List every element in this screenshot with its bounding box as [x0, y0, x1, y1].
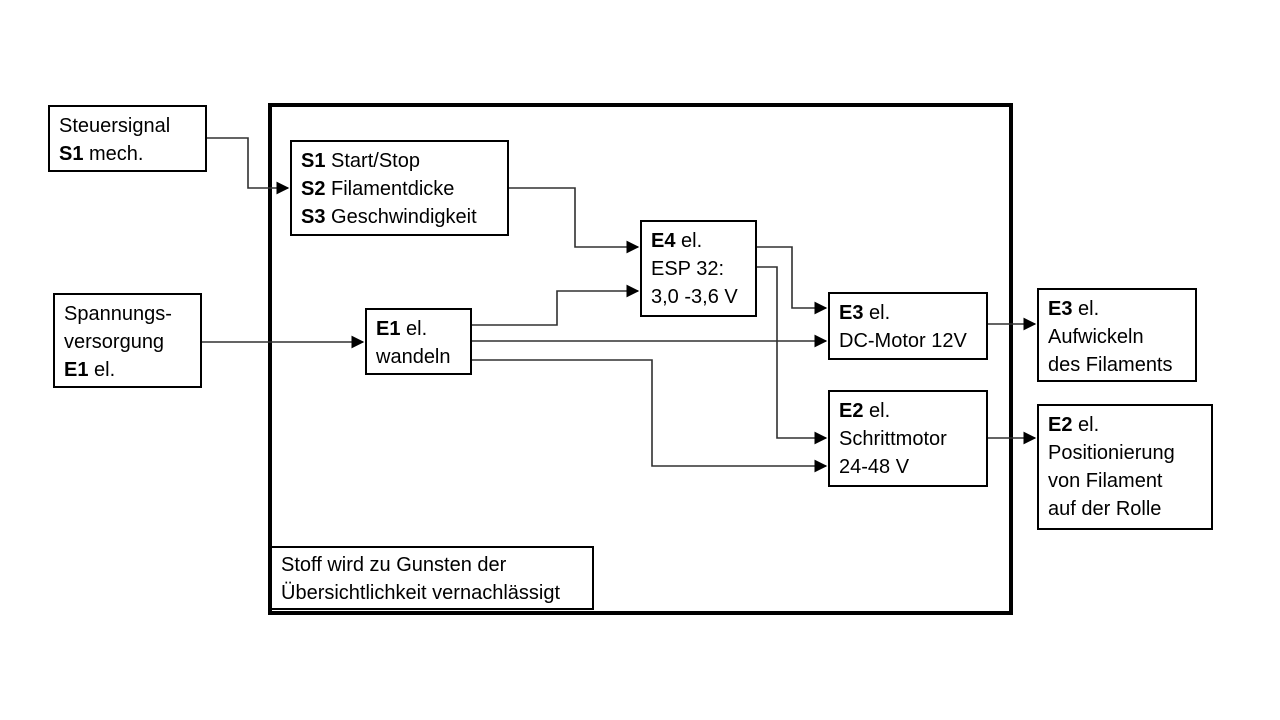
connector-e1-to-e2 — [472, 359, 828, 473]
box-line: wandeln — [376, 346, 451, 368]
connector-e4-to-e2 — [757, 266, 828, 445]
connector-steuersignal-to-signale — [207, 137, 290, 195]
box-line: Übersichtlichkeit vernachlässigt — [281, 582, 561, 604]
box-line: 24-48 V — [839, 456, 910, 478]
box-e1-wandeln: E1 el. wandeln — [365, 308, 472, 375]
box-line: von Filament — [1048, 470, 1163, 492]
connector-signale-to-e4 — [509, 187, 640, 254]
box-e2-positionierung: E2 el. Positionierung von Filament auf d… — [1037, 404, 1213, 530]
box-line: S1 mech. — [59, 143, 144, 165]
box-line: E3 el. — [1048, 298, 1100, 320]
box-e4-esp32: E4 el. ESP 32: 3,0 -3,6 V — [640, 220, 757, 317]
box-line: E3 el. — [839, 302, 891, 324]
box-e3-aufwickeln: E3 el. Aufwickeln des Filaments — [1037, 288, 1197, 382]
box-e3-dcmotor: E3 el. DC-Motor 12V — [828, 292, 988, 360]
connector-e4-to-e3 — [757, 246, 828, 315]
box-line: S3 Geschwindigkeit — [301, 206, 477, 228]
box-line: 3,0 -3,6 V — [651, 286, 738, 308]
box-line: E4 el. — [651, 230, 703, 252]
box-line: versorgung — [64, 331, 165, 353]
box-note: Stoff wird zu Gunsten der Übersichtlichk… — [268, 546, 594, 610]
box-line: DC-Motor 12V — [839, 330, 967, 352]
box-signale: S1 Start/Stop S2 Filamentdicke S3 Geschw… — [290, 140, 509, 236]
box-line: S1 Start/Stop — [301, 150, 420, 172]
box-line: Stoff wird zu Gunsten der — [281, 554, 507, 576]
box-line: E1 el. — [64, 359, 116, 381]
box-line: E1 el. — [376, 318, 428, 340]
box-e2-schrittmotor: E2 el. Schrittmotor 24-48 V — [828, 390, 988, 487]
box-steuersignal: Steuersignal S1 mech. — [48, 105, 207, 172]
box-line: des Filaments — [1048, 354, 1173, 376]
system-boundary-box — [268, 103, 1013, 615]
connector-e1-to-e4 — [472, 284, 640, 326]
box-line: auf der Rolle — [1048, 498, 1162, 520]
box-line: Spannungs- — [64, 303, 172, 325]
box-line: Steuersignal — [59, 115, 171, 137]
box-line: E2 el. — [839, 400, 891, 422]
box-line: S2 Filamentdicke — [301, 178, 455, 200]
box-line: E2 el. — [1048, 414, 1100, 436]
box-spannungsversorgung: Spannungs- versorgung E1 el. — [53, 293, 202, 388]
box-line: Schrittmotor — [839, 428, 947, 450]
box-line: ESP 32: — [651, 258, 725, 280]
box-line: Positionierung — [1048, 442, 1175, 464]
box-line: Aufwickeln — [1048, 326, 1144, 348]
